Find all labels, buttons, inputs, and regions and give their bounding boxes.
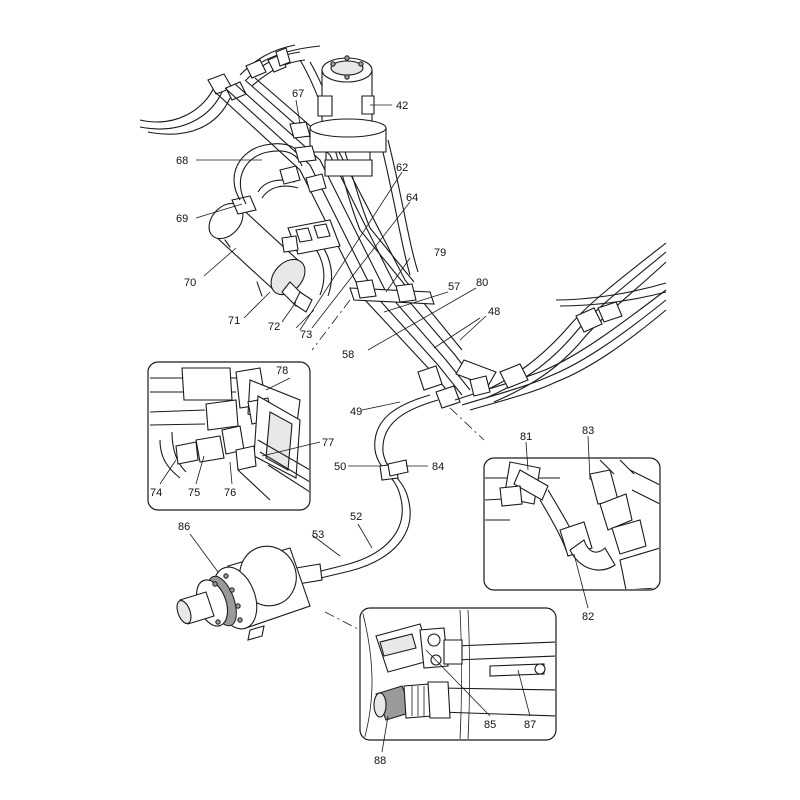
valve-block-assembly bbox=[279, 121, 341, 255]
detail-view-fittings-right bbox=[483, 457, 661, 591]
centerline-3 bbox=[324, 611, 361, 631]
callout-58: 58 bbox=[342, 349, 354, 361]
callout-87: 87 bbox=[524, 719, 536, 731]
callout-73: 73 bbox=[300, 329, 312, 341]
callout-83: 83 bbox=[582, 425, 594, 437]
component-86-hydraulic-motor bbox=[176, 545, 311, 641]
callout-75: 75 bbox=[188, 487, 200, 499]
callout-79: 79 bbox=[434, 247, 446, 259]
callout-68: 68 bbox=[176, 155, 188, 167]
right-hose-bundle bbox=[454, 242, 667, 411]
callout-48: 48 bbox=[488, 306, 500, 318]
callout-70: 70 bbox=[184, 277, 196, 289]
callout-88: 88 bbox=[374, 755, 386, 767]
callout-52: 52 bbox=[350, 511, 362, 523]
callout-82: 82 bbox=[582, 611, 594, 623]
callout-80: 80 bbox=[476, 277, 488, 289]
detail-view-motor-connection bbox=[359, 607, 557, 741]
detail-view-fittings-left bbox=[147, 361, 311, 511]
centerline-1 bbox=[311, 299, 351, 351]
callout-53: 53 bbox=[312, 529, 324, 541]
callout-49: 49 bbox=[350, 406, 362, 418]
component-42-rotary-unit bbox=[309, 55, 387, 177]
callout-69: 69 bbox=[176, 213, 188, 225]
callout-86: 86 bbox=[178, 521, 190, 533]
leader-lines bbox=[159, 99, 591, 753]
callout-74: 74 bbox=[150, 487, 162, 499]
callout-64: 64 bbox=[406, 192, 418, 204]
callout-85: 85 bbox=[484, 719, 496, 731]
centerline-2 bbox=[449, 407, 485, 441]
callout-81: 81 bbox=[520, 431, 532, 443]
component-79-manifold bbox=[349, 279, 461, 409]
callout-72: 72 bbox=[268, 321, 280, 333]
callout-42: 42 bbox=[396, 100, 408, 112]
callout-84: 84 bbox=[432, 461, 444, 473]
callout-50: 50 bbox=[334, 461, 346, 473]
callout-57: 57 bbox=[448, 281, 460, 293]
callout-62: 62 bbox=[396, 162, 408, 174]
callout-78: 78 bbox=[276, 365, 288, 377]
callout-71: 71 bbox=[228, 315, 240, 327]
callout-77: 77 bbox=[322, 437, 334, 449]
callout-labels: 42 48 49 50 52 53 57 58 62 64 67 68 69 7… bbox=[150, 88, 594, 767]
callout-76: 76 bbox=[224, 487, 236, 499]
component-70-filter-canister bbox=[208, 195, 313, 313]
lower-hoses-to-motor bbox=[295, 394, 439, 585]
callout-67: 67 bbox=[292, 88, 304, 100]
